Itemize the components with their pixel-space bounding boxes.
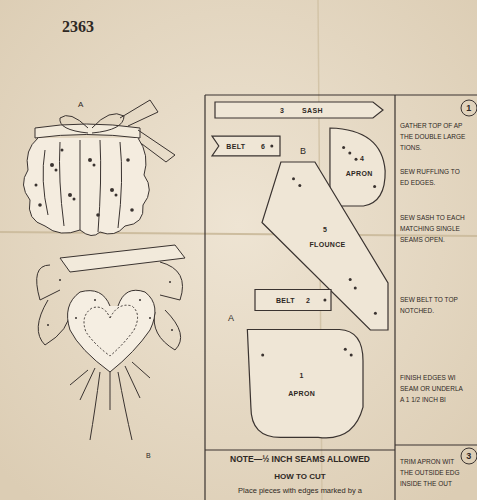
instruction-line: GATHER TOP OF AP: [400, 122, 462, 129]
instruction-line: ED EDGES.: [400, 179, 435, 186]
piece-label: 6: [261, 143, 265, 150]
instruction-line: THE OUTSIDE EDG: [400, 469, 460, 476]
instruction-line: SEW RUFFLING TO: [400, 168, 460, 175]
instruction-line: FINISH EDGES WI: [400, 374, 456, 381]
view-letter: B: [146, 452, 151, 459]
piece-label: 1: [300, 371, 304, 378]
piece-label: 5: [323, 226, 327, 233]
step-circle: 1: [461, 100, 477, 116]
section-heading: HOW TO CUT: [274, 472, 325, 481]
cutting-instruction: Place pieces with edges marked by a: [238, 486, 362, 495]
pattern-number: 2363: [62, 18, 94, 36]
piece-label: SASH: [302, 107, 323, 114]
piece-label: 3: [280, 107, 284, 114]
instruction-line: SEW BELT TO TOP: [400, 296, 458, 303]
seam-note: NOTE—½ INCH SEAMS ALLOWED: [230, 454, 370, 464]
instruction-line: A 1 1/2 INCH BI: [400, 396, 446, 403]
sash-piece: 3 SASH: [215, 100, 383, 120]
instruction-line: TIONS.: [400, 144, 422, 151]
piece-label: APRON: [346, 170, 373, 177]
step-number: 1: [466, 103, 471, 113]
piece-outline: [212, 135, 280, 157]
piece-label: BELT: [226, 143, 245, 150]
instruction-line: MATCHING SINGLE: [400, 225, 460, 232]
step-circle: 3: [461, 448, 477, 464]
instruction-line: NOTCHED.: [400, 307, 434, 314]
piece-label: 4: [360, 154, 364, 161]
layout-letter: B: [300, 146, 306, 156]
instruction-line: THE DOUBLE LARGE: [400, 133, 465, 140]
piece-label: 2: [306, 297, 310, 304]
piece-outline: [215, 100, 383, 120]
belt-piece: 2 BELT: [255, 285, 331, 315]
piece-label: APRON: [288, 390, 315, 397]
apron-piece: 1APRON: [245, 326, 363, 442]
piece-label: FLOUNCE: [310, 241, 346, 248]
view-letter: A: [78, 100, 83, 109]
instruction-line: SEAMS OPEN.: [400, 236, 445, 243]
belt-piece: BELT 6: [212, 135, 280, 157]
instruction-line: INSIDE THE OUT: [400, 480, 452, 487]
instruction-line: TRIM APRON WIT: [400, 458, 454, 465]
instruction-line: SEAM OR UNDERLA: [400, 385, 463, 392]
step-number: 3: [466, 451, 471, 461]
piece-outline: [245, 326, 363, 442]
layout-letter: A: [228, 313, 234, 323]
piece-label: BELT: [276, 297, 295, 304]
instruction-line: SEW SASH TO EACH: [400, 214, 465, 221]
